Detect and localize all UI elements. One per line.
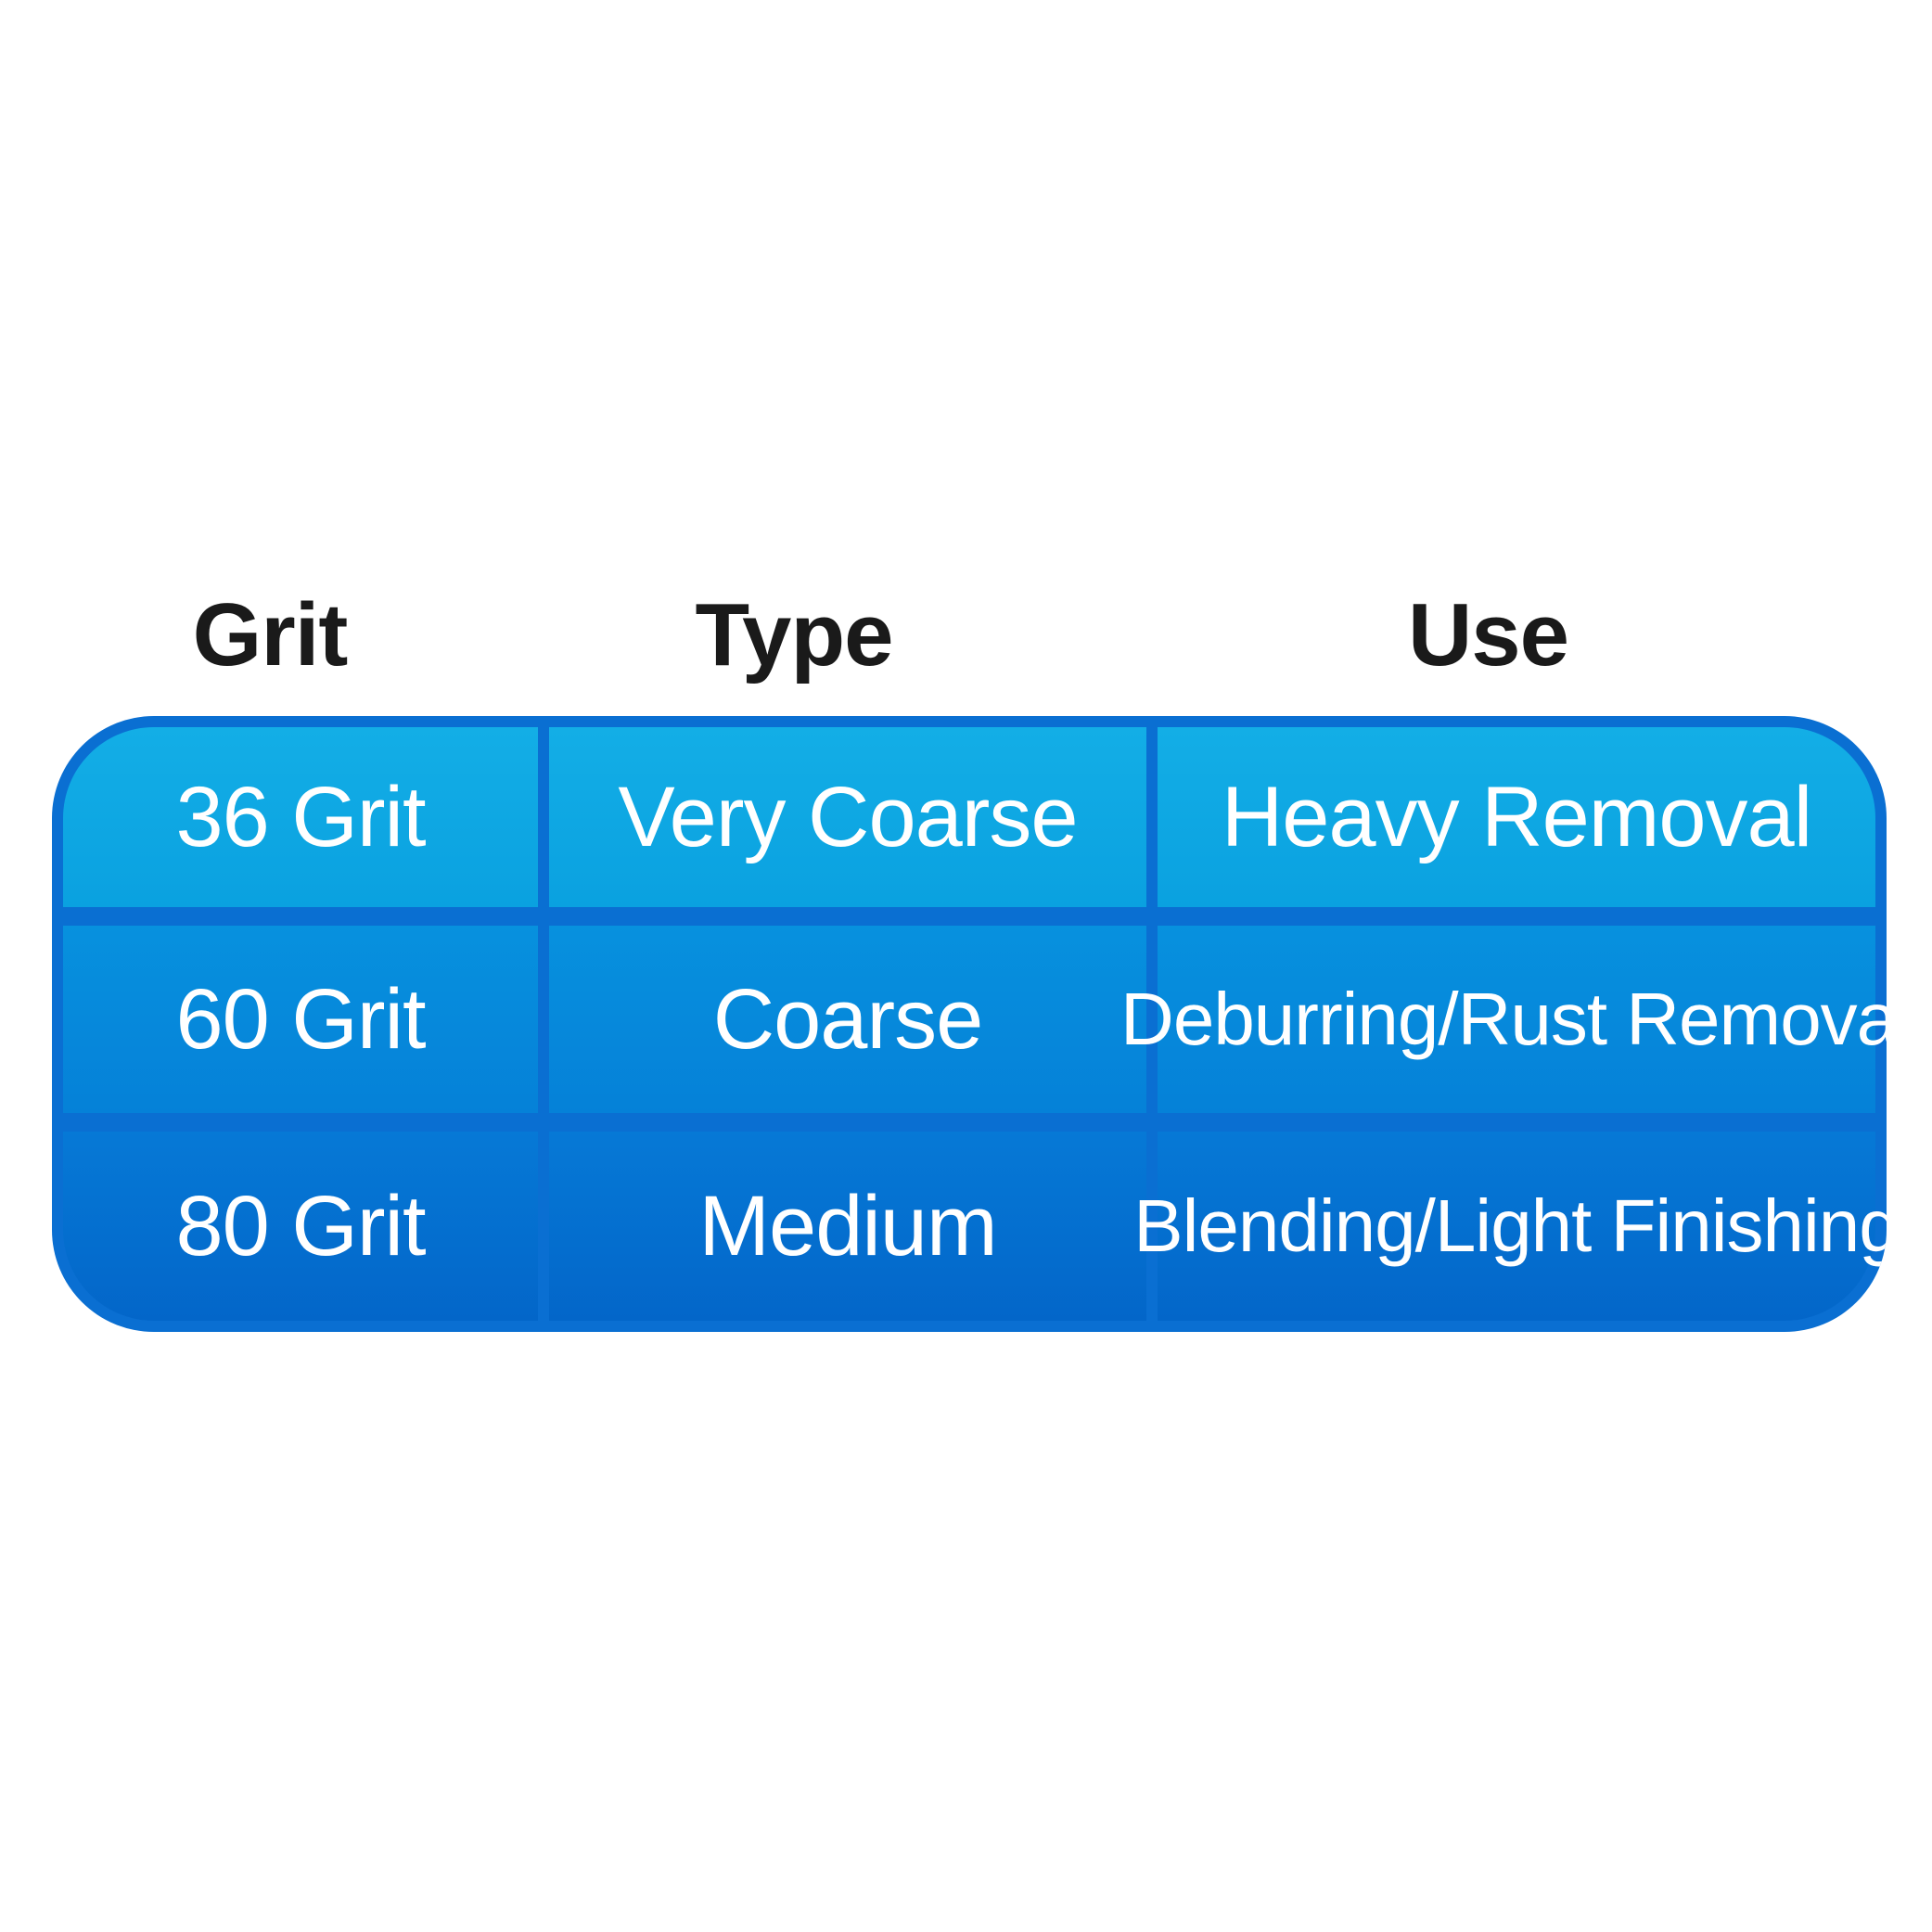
grit-table: 36 Grit Very Coarse Heavy Removal 60 Gri… (52, 716, 1887, 1332)
use-cell: Blending/Light Finishing (1133, 1132, 1887, 1321)
table-header-row: Grit Type Use (0, 584, 1932, 686)
table-row: 80 Grit Medium Blending/Light Finishing (52, 1122, 1887, 1332)
grit-cell: 80 Grit (63, 1132, 538, 1321)
use-cell: Deburring/Rust Removal (1120, 926, 1887, 1113)
table-row: 36 Grit Very Coarse Heavy Removal (52, 716, 1887, 916)
type-cell: Coarse (549, 926, 1146, 1113)
grit-cell: 36 Grit (63, 727, 538, 907)
grit-cell: 60 Grit (63, 926, 538, 1113)
type-cell: Very Coarse (549, 727, 1146, 907)
column-header-use: Use (1407, 585, 1569, 685)
use-cell: Heavy Removal (1158, 727, 1875, 907)
column-header-type: Type (695, 585, 894, 685)
table-row: 60 Grit Coarse Deburring/Rust Removal (52, 916, 1887, 1122)
type-cell: Medium (549, 1132, 1146, 1321)
column-header-grit: Grit (192, 585, 349, 685)
